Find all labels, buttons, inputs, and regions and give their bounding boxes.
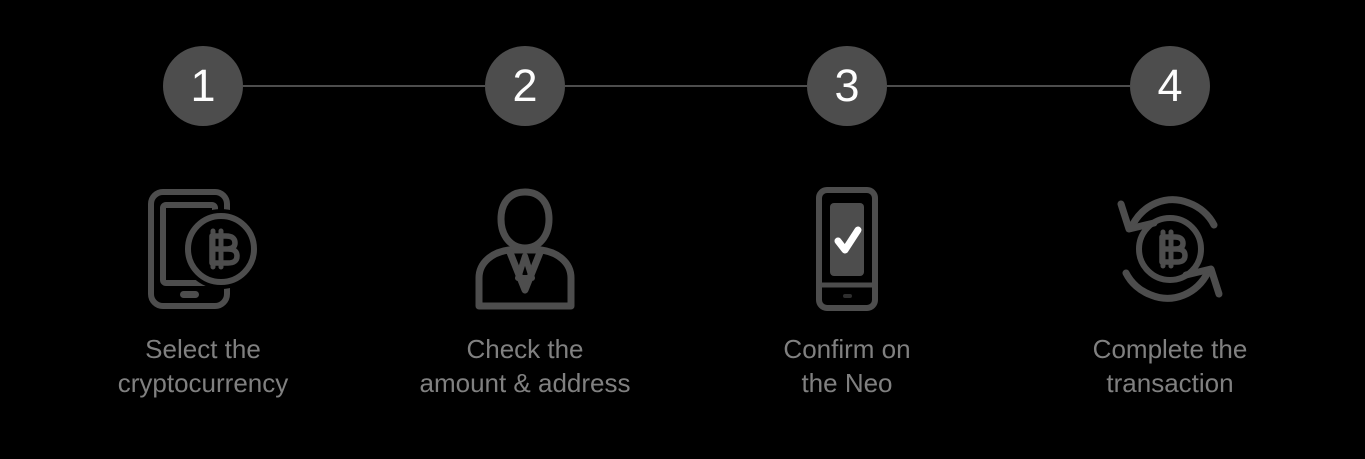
person-suit-icon (473, 186, 577, 312)
step-4[interactable]: 4 Complete the transaction (1009, 0, 1331, 459)
step-2-number-badge[interactable]: 2 (485, 46, 565, 126)
step-2-caption: Check the amount & address (364, 332, 686, 400)
step-1-caption-line-1: Select the (145, 334, 261, 364)
step-3-icon (686, 186, 1008, 312)
connector-line-1-2 (243, 85, 485, 87)
step-1-number-badge[interactable]: 1 (163, 46, 243, 126)
phone-bitcoin-icon (144, 186, 262, 312)
step-1[interactable]: 1 (42, 0, 364, 459)
step-2[interactable]: 2 Check the amount & address (364, 0, 686, 459)
step-1-caption-line-2: cryptocurrency (117, 368, 289, 398)
step-4-caption-line-1: Complete the (1092, 334, 1248, 364)
connector-line-2-3 (565, 85, 807, 87)
step-1-caption: Select the cryptocurrency (42, 332, 364, 400)
step-3-number-badge[interactable]: 3 (807, 46, 887, 126)
step-3-caption: Confirm on the Neo (686, 332, 1008, 400)
step-2-icon (364, 186, 686, 312)
connector-line-3-4 (887, 85, 1130, 87)
step-3[interactable]: 3 Confirm on the Neo (686, 0, 1008, 459)
device-checkmark-icon (799, 186, 895, 312)
step-4-icon (1009, 186, 1331, 312)
step-4-number-badge[interactable]: 4 (1130, 46, 1210, 126)
step-4-caption-line-2: transaction (1106, 368, 1234, 398)
step-3-caption-line-2: the Neo (801, 368, 893, 398)
bitcoin-exchange-arrows-icon (1110, 186, 1230, 312)
step-2-caption-line-1: Check the (466, 334, 584, 364)
step-2-caption-line-2: amount & address (419, 368, 631, 398)
step-1-icon (42, 186, 364, 312)
step-4-caption: Complete the transaction (1009, 332, 1331, 400)
step-3-caption-line-1: Confirm on (783, 334, 911, 364)
